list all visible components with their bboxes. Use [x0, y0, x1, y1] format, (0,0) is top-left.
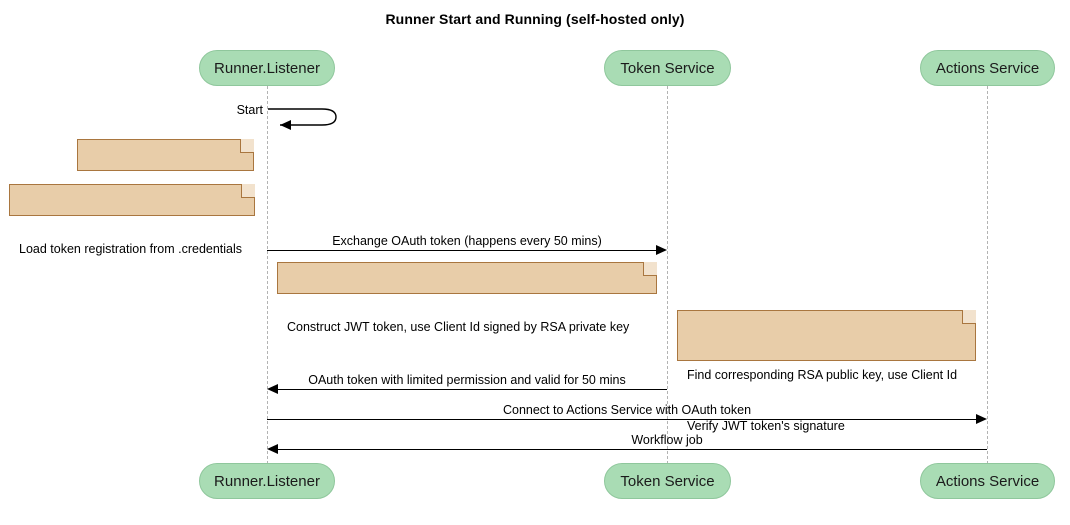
lifeline-actions	[987, 86, 988, 464]
message-label-connect-actions-service: Connect to Actions Service with OAuth to…	[502, 403, 752, 417]
participant-label: Actions Service	[935, 472, 1040, 490]
message-label-start: Start	[236, 103, 263, 117]
note-verify-jwt-signature: Find corresponding RSA public key, use C…	[677, 310, 976, 433]
arrowhead-left-icon	[267, 384, 278, 394]
arrowhead-right-icon	[976, 414, 987, 424]
note-load-token-registration: Load token registration from .credential…	[9, 184, 255, 256]
participant-actions-service-bottom[interactable]: Actions Service	[920, 463, 1055, 499]
lifeline-runner	[267, 86, 268, 464]
arrowhead-left-icon	[267, 444, 278, 454]
participant-token-service-bottom[interactable]: Token Service	[604, 463, 731, 499]
participant-label: Token Service	[620, 472, 715, 490]
note-fold-corner-icon	[240, 139, 254, 153]
note-construct-jwt-token: Construct JWT token, use Client Id signe…	[277, 262, 657, 334]
participant-label: Runner.Listener	[214, 59, 320, 77]
note-line: Load token registration from .credential…	[19, 242, 243, 256]
participant-actions-service-top[interactable]: Actions Service	[920, 50, 1055, 86]
note-line: Construct JWT token, use Client Id signe…	[287, 320, 630, 334]
note-fold-corner-icon	[241, 184, 255, 198]
participant-label: Token Service	[620, 59, 715, 77]
participant-label: Runner.Listener	[214, 472, 320, 490]
note-fold-corner-icon	[643, 262, 657, 276]
message-line-connect-actions-service	[267, 419, 977, 420]
message-label-oauth-token-reply: OAuth token with limited permission and …	[308, 373, 626, 387]
message-label-workflow-job: Workflow job	[631, 433, 703, 447]
note-line: Find corresponding RSA public key, use C…	[687, 368, 958, 382]
page-title: Runner Start and Running (self-hosted on…	[385, 11, 685, 27]
note-fold-corner-icon	[962, 310, 976, 324]
participant-runner-listener-bottom[interactable]: Runner.Listener	[199, 463, 335, 499]
note-line: Verify JWT token's signature	[687, 419, 845, 433]
note-load-config-info: Load config info from .runner	[77, 139, 254, 211]
message-line-workflow-job	[278, 449, 987, 450]
lifeline-token	[667, 86, 668, 464]
participant-runner-listener-top[interactable]: Runner.Listener	[199, 50, 335, 86]
self-message-start	[266, 104, 346, 132]
participant-token-service-top[interactable]: Token Service	[604, 50, 731, 86]
message-line-exchange-oauth-token	[267, 250, 657, 251]
message-line-oauth-token-reply	[278, 389, 667, 390]
participant-label: Actions Service	[935, 59, 1040, 77]
message-label-exchange-oauth-token: Exchange OAuth token (happens every 50 m…	[332, 234, 602, 248]
arrowhead-right-icon	[656, 245, 667, 255]
